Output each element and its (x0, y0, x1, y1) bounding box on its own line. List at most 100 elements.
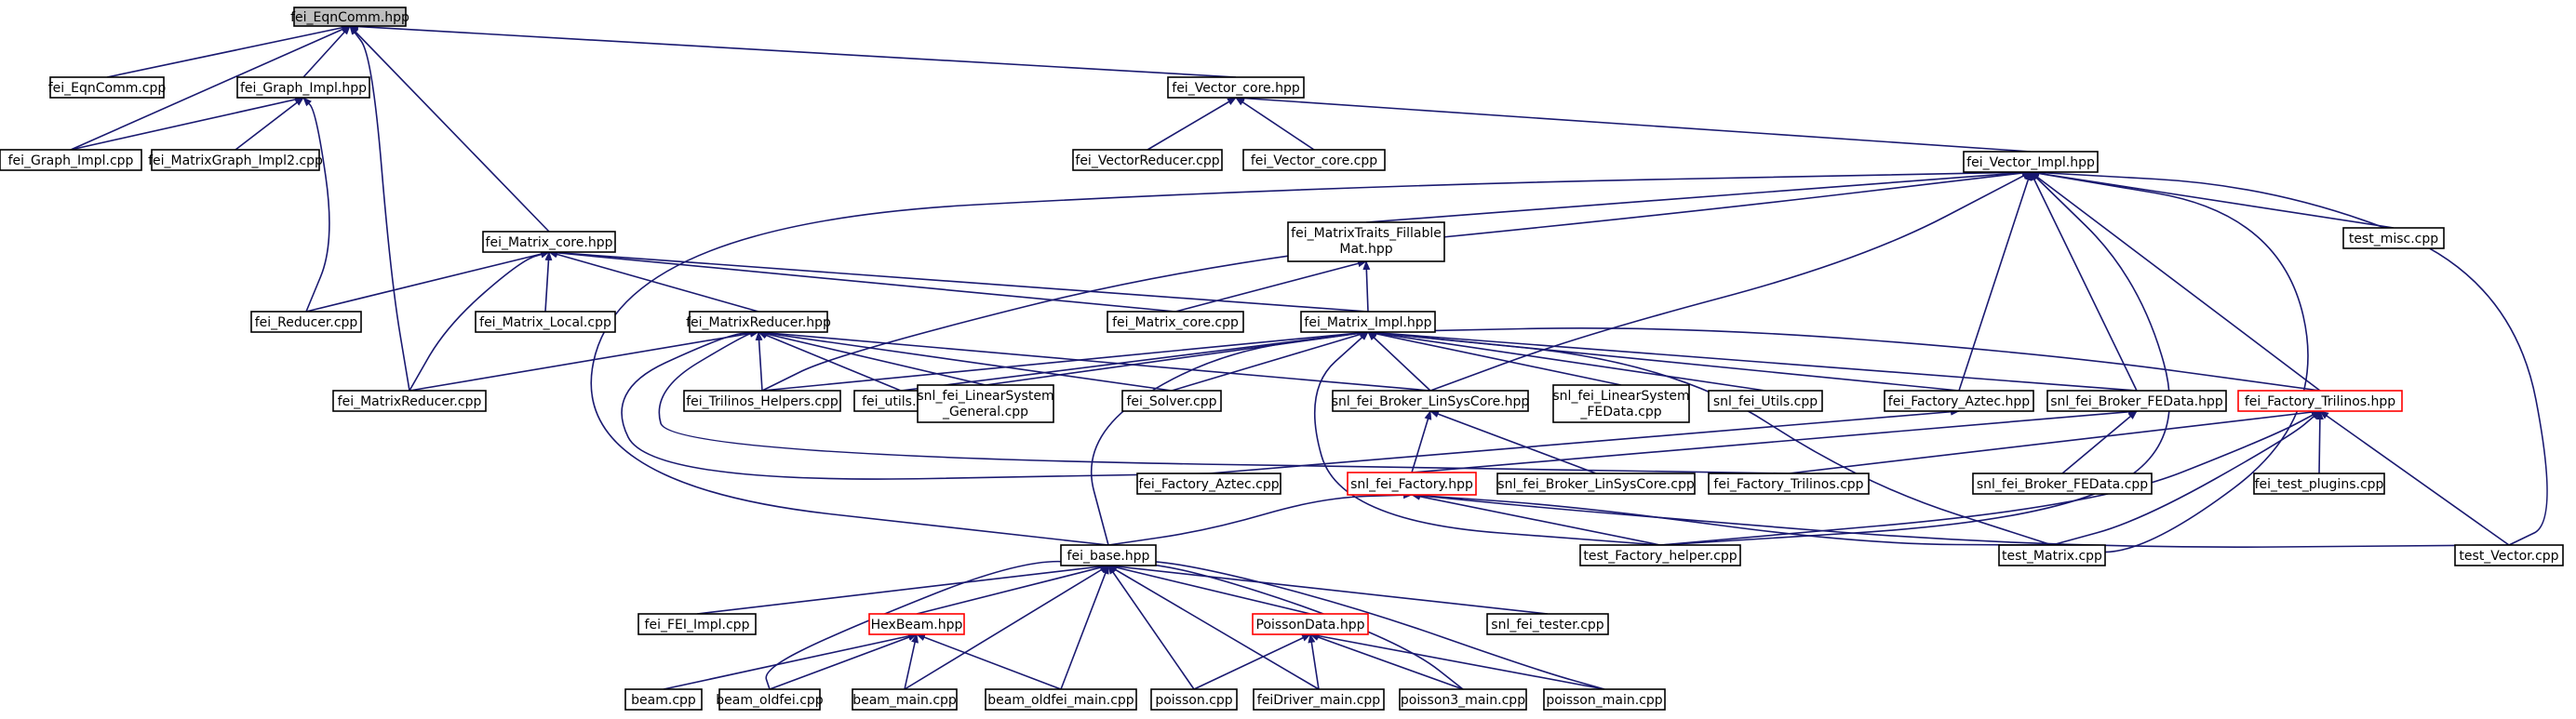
edge-broker_linsyscore_cpp-to-broker_linsyscore_hpp (1429, 410, 1597, 474)
node-test-misc-cpp[interactable]: test_misc.cpp (2342, 227, 2445, 249)
edge-matrix_impl_hpp-to-matrix_core_hpp (548, 248, 1369, 313)
node-label: poisson_main.cpp (1546, 693, 1662, 708)
node-broker-fedata-cpp[interactable]: snl_fei_Broker_FEData.cpp (1972, 473, 2153, 495)
edge-trilinos_helpers_cpp-to-matrixreducer_hpp (755, 331, 763, 392)
node-factory-trilinos-cpp[interactable]: fei_Factory_Trilinos.cpp (1708, 473, 1870, 495)
node-box (2046, 390, 2227, 412)
node-poissondata-hpp[interactable]: PoissonData.hpp (1252, 613, 1369, 635)
node-feidriver-main-cpp[interactable]: feiDriver_main.cpp (1253, 688, 1385, 711)
node-poisson-main-cpp[interactable]: poisson_main.cpp (1543, 688, 1666, 711)
node-factory-aztec-cpp[interactable]: fei_Factory_Aztec.cpp (1136, 473, 1281, 495)
node-box (1167, 76, 1305, 99)
node-label: fei_Factory_Aztec.cpp (1138, 477, 1279, 492)
node-label: poisson3_main.cpp (1401, 693, 1525, 708)
edge-factory_aztec_cpp-to-factory_aztec_hpp (1208, 407, 1960, 474)
edge-matrix_core_cpp-to-matrix_core_hpp (548, 248, 1176, 313)
node-box (868, 613, 965, 635)
node-box (624, 688, 703, 711)
edge-matrix_core_hpp-to-eqncomm_hpp (349, 25, 550, 233)
node-box (1579, 544, 1741, 566)
node-box (1107, 311, 1244, 333)
node-matrix-local-cpp[interactable]: fei_Matrix_Local.cpp (475, 311, 616, 333)
node-vectorreducer-cpp[interactable]: fei_VectorReducer.cpp (1072, 149, 1223, 171)
edge-test_matrix_cpp-to-vector_impl_hpp (2030, 169, 2309, 553)
node-box (1300, 311, 1436, 333)
node-linsys-general-cpp[interactable]: snl_fei_LinearSystem_General.cpp (917, 384, 1054, 423)
node-matrixreducer-cpp[interactable]: fei_MatrixReducer.cpp (332, 390, 487, 412)
node-label: fei_MatrixReducer.hpp (686, 315, 831, 330)
node-matrix-core-hpp[interactable]: fei_Matrix_core.hpp (482, 231, 616, 253)
edge-utils_cpp-to-matrix_impl_hpp (900, 329, 1369, 392)
node-box (917, 384, 1054, 423)
node-label: snl_fei_Factory.hpp (1350, 477, 1473, 492)
node-broker-linsyscore-hpp[interactable]: snl_fei_Broker_LinSysCore.hpp (1332, 390, 1530, 412)
node-box (637, 613, 757, 635)
edge-layer (70, 22, 2548, 690)
node-beam-oldfei-cpp[interactable]: beam_oldfei.cpp (716, 688, 824, 711)
node-fei-base-hpp[interactable]: fei_base.hpp (1060, 544, 1157, 566)
node-graph-impl-hpp[interactable]: fei_Graph_Impl.hpp (236, 76, 370, 99)
node-box (1332, 390, 1529, 412)
node-vector-core-hpp[interactable]: fei_Vector_core.hpp (1167, 76, 1305, 99)
node-label: snl_fei_Broker_LinSysCore.cpp (1497, 477, 1695, 492)
edge-beam_oldfei_cpp-to-hexbeam_hpp (769, 633, 918, 690)
node-broker-linsyscore-cpp[interactable]: snl_fei_Broker_LinSysCore.cpp (1496, 473, 1696, 495)
edge-test_vector_cpp-to-vector_impl_hpp (2030, 168, 2548, 546)
node-fei-impl-cpp[interactable]: fei_FEI_Impl.cpp (637, 613, 757, 635)
node-label: snl_fei_Broker_FEData.hpp (2050, 394, 2223, 409)
edge-linsys_fedata_cpp-to-matrix_impl_hpp (1367, 329, 1622, 386)
node-box (1072, 149, 1223, 171)
node-box (0, 149, 142, 171)
node-snl-factory-hpp[interactable]: snl_fei_Factory.hpp (1347, 472, 1477, 496)
node-test-plugins-cpp[interactable]: fei_test_plugins.cpp (2253, 473, 2385, 495)
node-beam-main-cpp[interactable]: beam_main.cpp (852, 688, 958, 711)
node-test-vector-cpp[interactable]: test_Vector.cpp (2454, 544, 2564, 566)
node-poisson-cpp[interactable]: poisson.cpp (1150, 688, 1238, 711)
edge-vector_core_hpp-to-eqncomm_hpp (349, 22, 1237, 78)
edge-factory_trilinos_hpp-to-matrix_impl_hpp (1367, 327, 2321, 392)
node-trilinos-helpers-cpp[interactable]: fei_Trilinos_Helpers.cpp (683, 390, 841, 412)
edge-poisson_cpp-to-poissondata_hpp (1193, 633, 1311, 690)
node-label: snl_fei_Broker_FEData.cpp (1977, 477, 2148, 492)
node-vector-core-cpp[interactable]: fei_Vector_core.cpp (1242, 149, 1386, 171)
edge-utils_cpp-to-matrixreducer_hpp (758, 331, 902, 392)
edge-beam_oldfei_main_cpp-to-hexbeam_hpp (916, 633, 1062, 690)
node-reducer-cpp[interactable]: fei_Reducer.cpp (250, 311, 362, 333)
node-matrixreducer-hpp[interactable]: fei_MatrixReducer.hpp (686, 311, 831, 333)
node-eqncomm-cpp[interactable]: fei_EqnComm.cpp (48, 76, 167, 99)
node-box (236, 76, 370, 99)
node-factory-aztec-hpp[interactable]: fei_Factory_Aztec.hpp (1884, 390, 2034, 412)
edge-vectorreducer_cpp-to-vector_core_hpp (1147, 97, 1237, 151)
node-box (151, 149, 320, 171)
node-linsys-fedata-cpp[interactable]: snl_fei_LinearSystem_FEData.cpp (1552, 384, 1690, 423)
node-hexbeam-hpp[interactable]: HexBeam.hpp (868, 613, 965, 635)
node-label: HexBeam.hpp (871, 618, 963, 632)
edge-poisson_main_cpp-to-fei_base_hpp (1107, 560, 1605, 690)
node-label: beam_oldfei_main.cpp (987, 693, 1134, 708)
node-broker-fedata-hpp[interactable]: snl_fei_Broker_FEData.hpp (2046, 390, 2227, 412)
node-beam-cpp[interactable]: beam.cpp (624, 688, 703, 711)
edge-reducer_cpp-to-graph_impl_hpp (302, 97, 330, 313)
edge-snl_tester_cpp-to-fei_base_hpp (1107, 563, 1549, 615)
node-factory-trilinos-hpp[interactable]: fei_Factory_Trilinos.hpp (2237, 390, 2403, 412)
node-label: PoissonData.hpp (1256, 618, 1365, 632)
node-label: test_Factory_helper.cpp (1583, 549, 1737, 564)
node-test-factory-helper-cpp[interactable]: test_Factory_helper.cpp (1579, 544, 1741, 566)
node-matrix-core-cpp[interactable]: fei_Matrix_core.cpp (1107, 311, 1244, 333)
node-graph-impl-cpp[interactable]: fei_Graph_Impl.cpp (0, 149, 142, 171)
node-snl-utils-cpp[interactable]: snl_fei_Utils.cpp (1708, 390, 1823, 412)
node-beam-oldfei-main-cpp[interactable]: beam_oldfei_main.cpp (985, 688, 1137, 711)
node-test-matrix-cpp[interactable]: test_Matrix.cpp (1998, 544, 2106, 566)
node-matrixgraph-impl2-cpp[interactable]: fei_MatrixGraph_Impl2.cpp (148, 149, 323, 171)
edge-test_vector_cpp-to-factory_trilinos_hpp (2319, 410, 2510, 546)
node-eqncomm-hpp[interactable]: fei_EqnComm.hpp (290, 7, 409, 27)
node-label: fei_Factory_Aztec.hpp (1888, 394, 2031, 409)
node-solver-cpp[interactable]: fei_Solver.cpp (1121, 390, 1222, 412)
node-matrix-impl-hpp[interactable]: fei_Matrix_Impl.hpp (1300, 311, 1436, 333)
node-layer: fei_EqnComm.hpp fei_EqnComm.cpp fei_Graph_… (0, 7, 2564, 711)
edge-test_factory_helper_cpp-to-snl_factory_hpp (1411, 492, 1661, 546)
node-vector-impl-hpp[interactable]: fei_Vector_Impl.hpp (1963, 151, 2099, 173)
node-poisson3-main-cpp[interactable]: poisson3_main.cpp (1399, 688, 1527, 711)
node-snl-tester-cpp[interactable]: snl_fei_tester.cpp (1486, 613, 1609, 635)
